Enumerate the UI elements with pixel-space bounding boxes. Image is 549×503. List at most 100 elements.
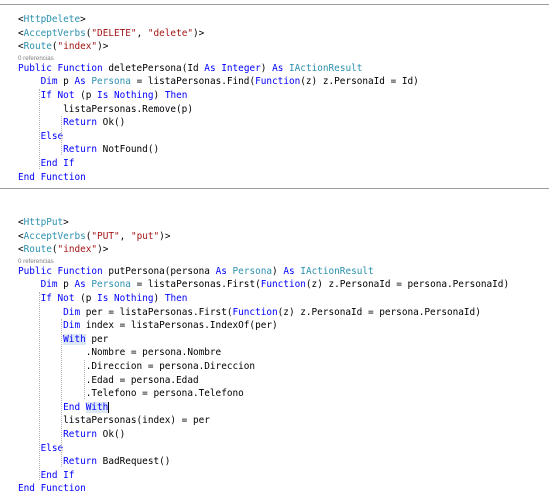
code-line: If Not (p Is Nothing) Then	[18, 292, 188, 305]
code-line: End If	[18, 469, 75, 482]
code-token: Route	[23, 244, 52, 256]
code-line: Else	[18, 130, 64, 143]
code-token: <	[18, 14, 24, 25]
code-token: AcceptVerbs	[23, 27, 86, 39]
indent-guide	[61, 319, 63, 467]
code-token	[18, 90, 41, 101]
code-token: deletePersona(Id	[102, 62, 205, 74]
code-token: With	[63, 333, 86, 345]
code-line: .Direccion = persona.Direccion	[18, 360, 255, 373]
code-token: <	[18, 244, 24, 256]
code-line: Dim per = listaPersonas.First(Function(z…	[18, 306, 481, 319]
code-token: Dim	[40, 76, 58, 88]
code-token: )>	[97, 41, 109, 53]
code-token: Is	[97, 293, 109, 304]
code-line: End With	[18, 401, 110, 414]
code-token: As	[74, 279, 86, 291]
code-token: Public	[18, 265, 52, 277]
code-line: listaPersonas.Remove(p)	[18, 103, 193, 116]
code-token: .Edad = persona.Edad	[18, 374, 199, 386]
code-token: .Telefono = persona.Telefono	[18, 388, 244, 400]
code-token: If	[63, 158, 75, 169]
code-token: (	[51, 244, 58, 256]
code-token: Nothing	[114, 90, 154, 101]
code-token: Return	[63, 456, 98, 468]
code-line: .Edad = persona.Edad	[18, 374, 199, 387]
code-line: <HttpDelete>	[18, 13, 86, 26]
references-codelens[interactable]: 0 referencias	[18, 257, 54, 266]
code-token	[18, 470, 41, 481]
code-line: End Function	[18, 482, 86, 495]
code-line: Dim p As Persona = listaPersonas.Find(Fu…	[18, 75, 419, 88]
code-line: Public Function deletePersona(Id As Inte…	[18, 62, 362, 75]
code-token	[18, 131, 41, 142]
code-line: Return Ok()	[18, 428, 125, 441]
code-token: = listaPersonas.Find(	[130, 76, 256, 88]
code-token	[18, 279, 41, 290]
indent-guide	[61, 116, 63, 155]
code-token: HttpPut	[23, 217, 64, 228]
code-token: )>	[97, 244, 109, 256]
code-token: Ok()	[97, 429, 126, 440]
code-token	[18, 334, 63, 345]
code-token: Persona	[91, 76, 131, 88]
code-token: Function	[57, 62, 103, 74]
code-line: listaPersonas(index) = per	[18, 414, 210, 427]
code-token: <	[18, 217, 24, 228]
code-token: Persona	[232, 265, 273, 277]
code-token: <	[18, 230, 24, 242]
code-line: With per	[18, 333, 108, 346]
code-token: (	[85, 27, 92, 39]
code-line: .Telefono = persona.Telefono	[18, 387, 244, 400]
code-token: (	[51, 41, 58, 53]
code-token: Return	[63, 429, 98, 440]
code-token: AcceptVerbs	[23, 230, 86, 242]
code-line: If Not (p Is Nothing) Then	[18, 89, 188, 102]
code-token: HttpDelete	[23, 14, 81, 25]
code-token	[18, 456, 63, 467]
code-token: "index"	[57, 244, 98, 256]
code-token: ,	[136, 27, 148, 39]
code-token: Nothing	[114, 293, 154, 304]
code-token	[18, 293, 41, 304]
code-token: Dim	[40, 279, 58, 291]
code-token: IActionResult	[289, 62, 363, 74]
code-line: Return NotFound()	[18, 143, 159, 156]
code-token	[18, 320, 63, 331]
code-token: Is	[97, 90, 109, 101]
code-token: As	[215, 265, 227, 277]
code-token: per = listaPersonas.First(	[80, 306, 233, 318]
method-separator	[0, 4, 549, 5]
code-line: .Nombre = persona.Nombre	[18, 346, 221, 359]
code-token: Function	[57, 265, 103, 277]
code-token: (z) z.PersonaId = persona.PersonaId)	[305, 279, 510, 291]
code-token: )>	[193, 27, 205, 39]
code-token: If	[40, 293, 52, 304]
code-token	[18, 429, 63, 440]
references-codelens[interactable]: 0 referencias	[18, 54, 54, 63]
code-token: Dim	[63, 306, 81, 318]
code-token	[80, 402, 86, 413]
code-token: = listaPersonas.First(	[130, 279, 261, 291]
code-token: Function	[232, 306, 278, 318]
code-line: <Route("index")>	[18, 40, 108, 53]
code-token: End	[40, 158, 58, 169]
code-token: With	[85, 401, 110, 413]
code-token: index = listaPersonas.IndexOf(per)	[80, 320, 278, 332]
code-token: As	[283, 265, 295, 277]
code-line: End Function	[18, 171, 86, 184]
code-token: putPersona(persona	[102, 265, 216, 277]
code-token: p	[57, 76, 75, 88]
code-token: Public	[18, 62, 52, 74]
code-token	[18, 307, 63, 318]
code-line: Public Function putPersona(persona As Pe…	[18, 265, 374, 278]
code-token: (p	[74, 90, 98, 101]
code-token	[18, 144, 63, 155]
method-separator	[0, 188, 549, 189]
code-token: )	[153, 293, 165, 304]
code-token: (z) z.PersonaId = Id)	[300, 76, 419, 88]
code-token	[18, 117, 63, 128]
code-token: )	[272, 265, 284, 277]
code-token: Function	[40, 171, 86, 183]
